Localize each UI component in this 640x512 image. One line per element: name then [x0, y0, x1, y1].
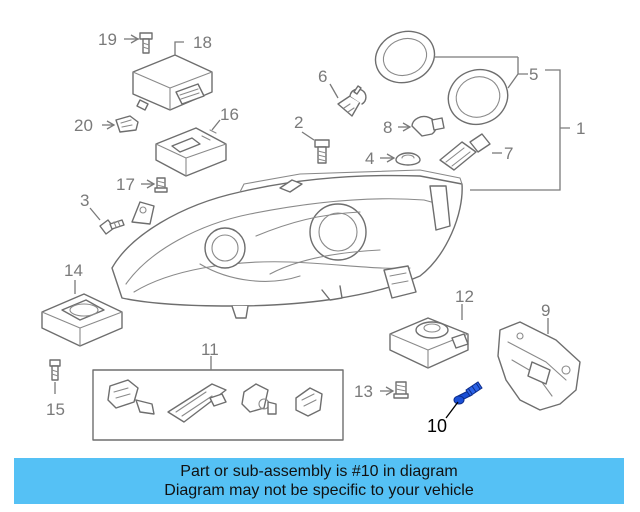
part-18-control-module[interactable]	[132, 54, 213, 111]
callout-2: 2	[294, 113, 303, 132]
part-4-grommet[interactable]	[395, 152, 421, 166]
callout-6: 6	[318, 67, 327, 86]
callout-19: 19	[98, 30, 117, 49]
part-5-seal-ring-lower[interactable]	[441, 61, 516, 132]
callout-11: 11	[201, 340, 219, 359]
callout-12: 12	[455, 287, 474, 306]
callout-1: 1	[576, 119, 585, 138]
callout-8: 8	[383, 118, 392, 137]
callout-13: 13	[354, 382, 373, 401]
part-12-igniter-module[interactable]	[389, 317, 469, 369]
banner-line-part-number: Part or sub-assembly is #10 in diagram	[180, 463, 458, 480]
part-6-bulb[interactable]	[337, 85, 367, 117]
part-7-socket[interactable]	[439, 133, 491, 171]
part-11-wiring-kit[interactable]	[92, 369, 344, 441]
callout-14: 14	[64, 261, 83, 280]
part-16-ballast-module[interactable]	[155, 127, 227, 177]
part-10-screw-highlighted[interactable]	[453, 381, 483, 405]
callout-3: 3	[80, 191, 89, 210]
callout-18: 18	[193, 33, 212, 52]
part-5-seal-ring-upper[interactable]	[368, 23, 441, 91]
part-20-clip[interactable]	[115, 115, 139, 133]
callout-5: 5	[529, 65, 538, 84]
callout-15: 15	[46, 400, 65, 419]
part-15-bolt[interactable]	[49, 359, 61, 381]
part-2-screw[interactable]	[314, 139, 330, 164]
callout-17: 17	[116, 175, 135, 194]
part-8-bulb[interactable]	[411, 115, 445, 137]
part-1-headlamp-assembly[interactable]	[111, 169, 463, 319]
callout-20: 20	[74, 116, 93, 135]
callout-16: 16	[220, 105, 239, 124]
callout-7: 7	[504, 144, 513, 163]
part-17-bolt[interactable]	[154, 177, 168, 193]
part-19-screw[interactable]	[139, 32, 153, 54]
part-13-bolt[interactable]	[393, 381, 409, 399]
part-14-module[interactable]	[41, 293, 123, 347]
callout-9: 9	[541, 301, 550, 320]
callout-10: 10	[427, 416, 447, 436]
banner-line-disclaimer: Diagram may not be specific to your vehi…	[164, 482, 474, 499]
part-3-screw[interactable]	[99, 219, 125, 235]
callout-4: 4	[365, 149, 374, 168]
part-9-bracket[interactable]	[497, 321, 581, 411]
info-banner: Part or sub-assembly is #10 in diagram D…	[14, 458, 624, 504]
